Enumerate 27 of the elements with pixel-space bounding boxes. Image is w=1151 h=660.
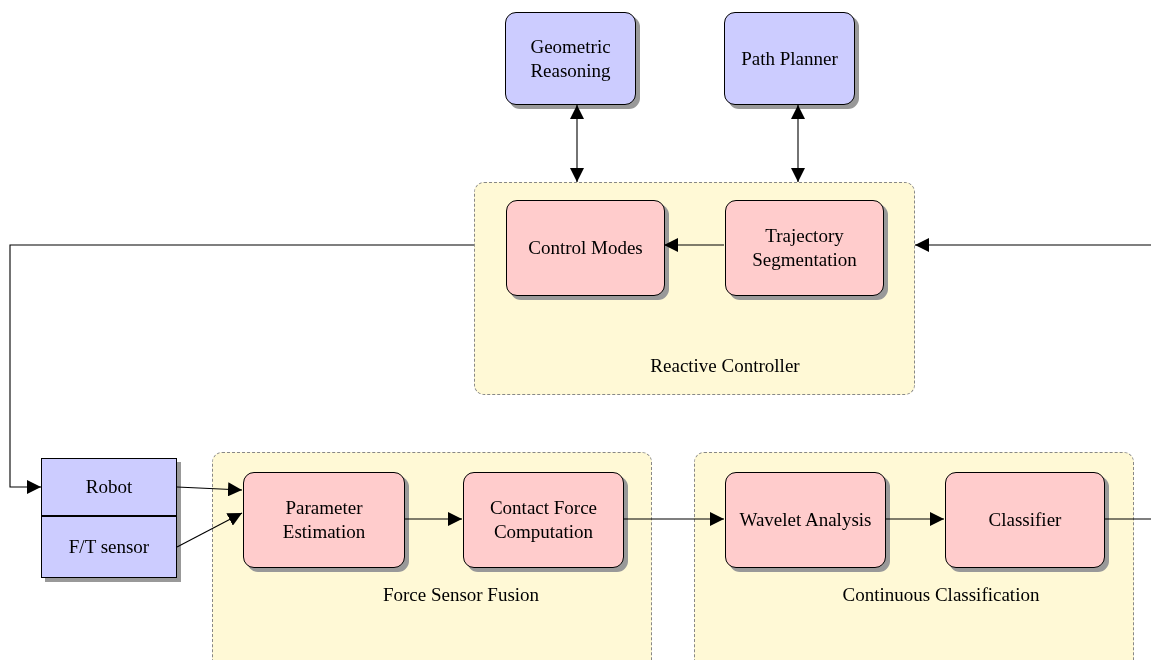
- arrow: [884, 512, 945, 526]
- box-label: Robot: [84, 475, 134, 499]
- connector-line: [1103, 518, 1151, 520]
- box-label: Path Planner: [740, 46, 839, 71]
- box-label: Geometric Reasoning: [529, 34, 612, 83]
- box-label: Contact Force Computation: [488, 496, 599, 544]
- group-panel: [694, 452, 1134, 660]
- arrow: [176, 512, 243, 548]
- arrow: [403, 512, 463, 526]
- group-label: Force Sensor Fusion: [382, 584, 540, 606]
- box-label: Wavelet Analysis: [738, 508, 873, 532]
- box-label: Control Modes: [527, 236, 644, 260]
- box-label: F/T sensor: [67, 535, 151, 559]
- box-label: Trajectory Segmentation: [751, 224, 858, 272]
- group-panel: [212, 452, 652, 660]
- arrow: [9, 244, 475, 494]
- arrow: [663, 238, 725, 252]
- arrow: [176, 482, 243, 497]
- group-label: Reactive Controller: [650, 355, 800, 377]
- arrow: [914, 238, 1151, 252]
- arrow: [791, 104, 805, 183]
- arrow: [570, 104, 584, 183]
- box-label: Classifier: [987, 508, 1063, 532]
- arrow: [622, 512, 725, 526]
- group-panel: [474, 182, 915, 395]
- group-label: Continuous Classification: [842, 584, 1040, 606]
- box-label: Parameter Estimation: [281, 496, 367, 544]
